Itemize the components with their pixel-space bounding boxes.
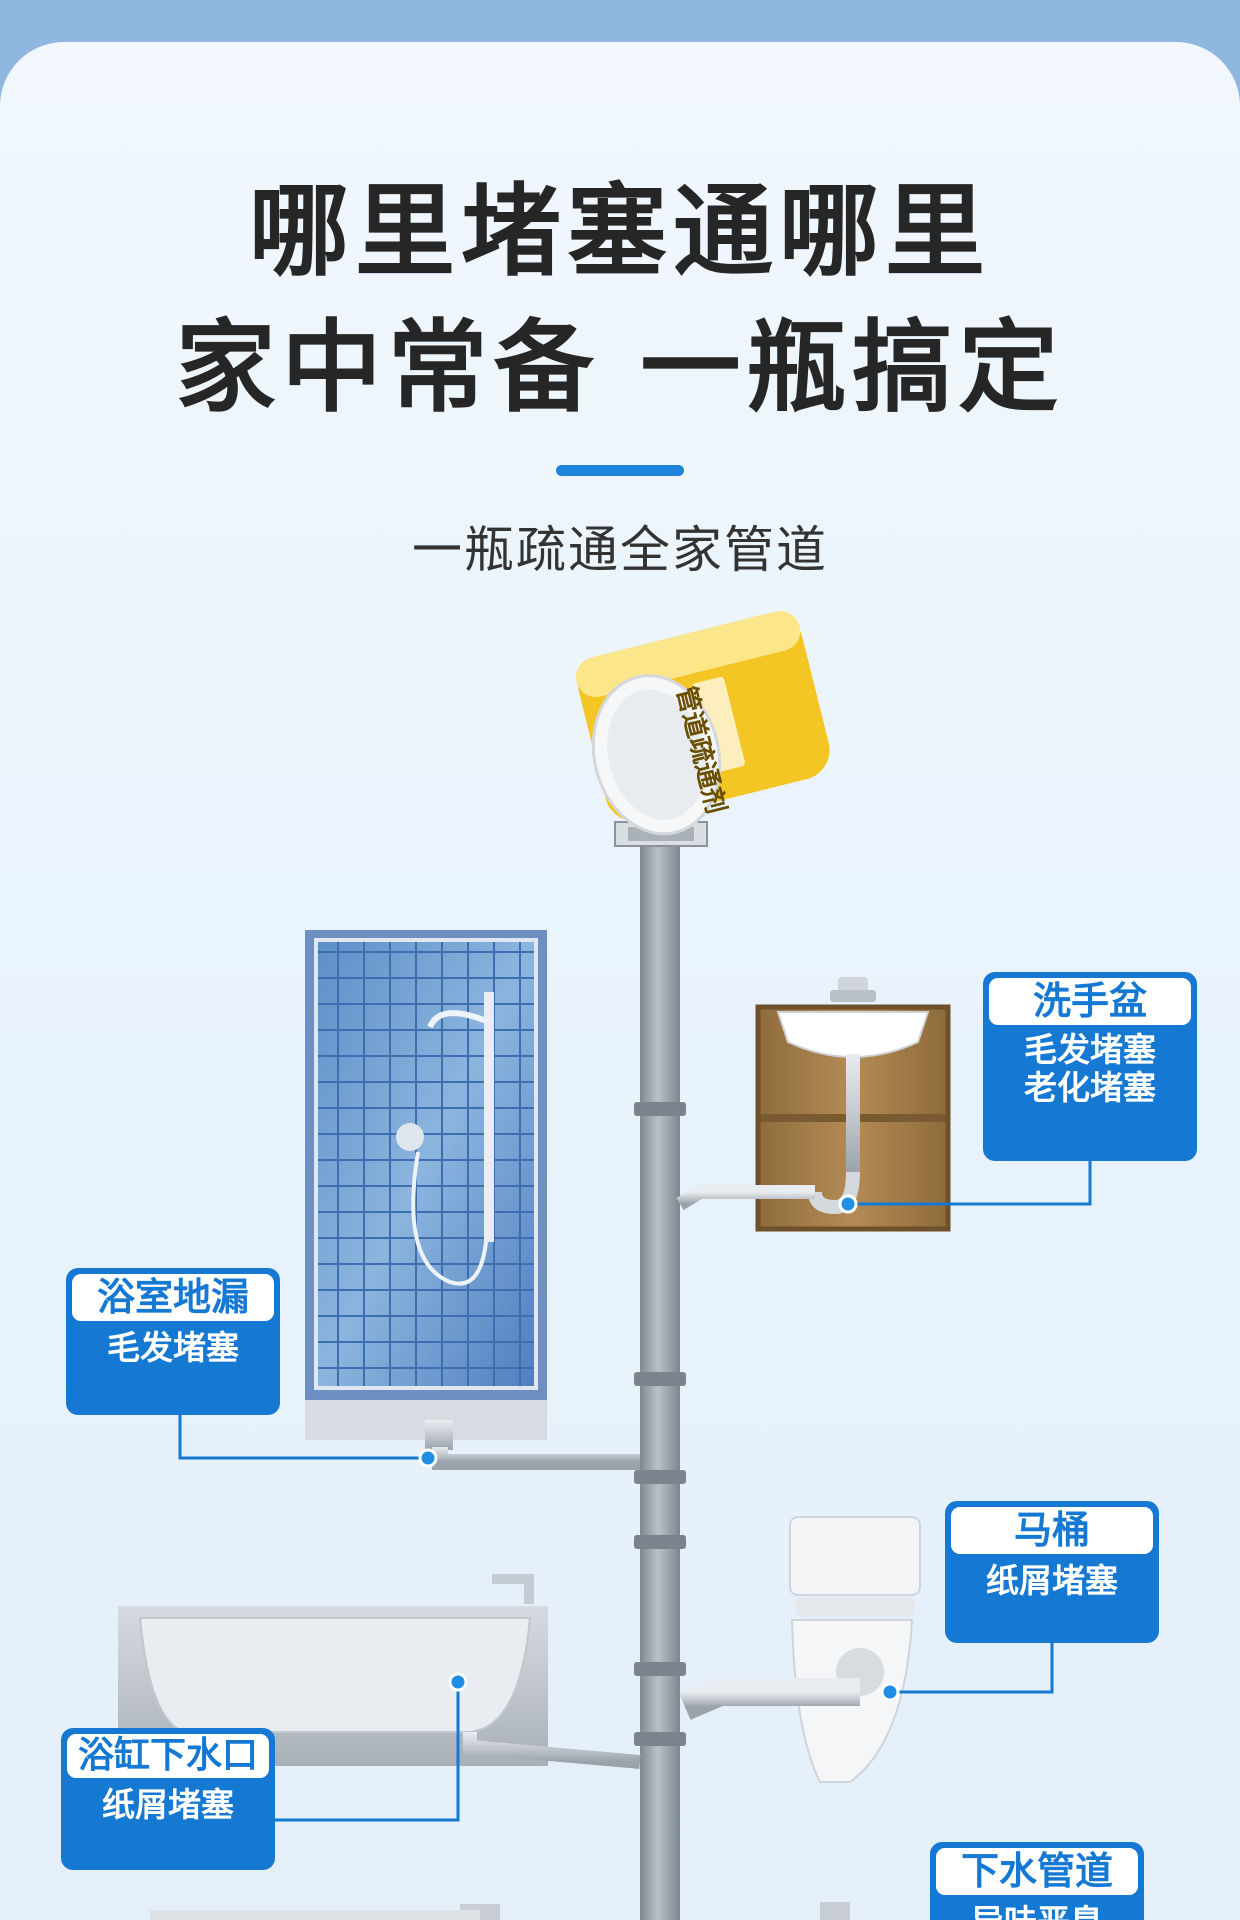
headline-line1: 哪里堵塞通哪里 [249,173,991,290]
callout-title: 洗手盆 [989,978,1191,1025]
callout-toilet: 马桶 纸屑堵塞 [945,1501,1159,1643]
product-tub [575,611,830,836]
callout-desc: 纸屑堵塞 [986,1560,1118,1600]
callout-bathtub: 浴缸下水口 纸屑堵塞 [61,1728,275,1870]
callout-drain-pipe: 下水管道 异味恶臭 [930,1842,1144,1920]
sink-cabinet [676,977,951,1232]
callout-desc: 异味恶臭 [936,1902,1138,1920]
callout-desc: 毛发堵塞 [107,1327,239,1367]
plumbing-illustration [118,611,1092,1920]
subtitle: 一瓶疏通全家管道 [412,521,828,579]
callout-desc: 毛发堵塞 [1024,1029,1156,1069]
callout-desc: 老化堵塞 [1024,1068,1156,1108]
content-card: 哪里堵塞通哪里 家中常备 一瓶搞定 一瓶疏通全家管道 洗手盆 毛发堵塞 老化堵塞… [0,42,1240,1920]
lower-faucets [150,1902,850,1920]
callout-connectors [178,1157,1092,1822]
headline-line2: 家中常备 一瓶搞定 [175,309,1065,426]
callout-title: 下水管道 [936,1848,1138,1895]
callout-title: 浴缸下水口 [67,1734,269,1779]
callout-title: 浴室地漏 [72,1274,274,1321]
accent-bar [556,465,684,476]
callout-sink: 洗手盆 毛发堵塞 老化堵塞 [983,972,1197,1161]
callout-desc: 纸屑堵塞 [102,1785,234,1825]
toilet [679,1516,921,1783]
problem-dots [418,1194,900,1702]
shower-enclosure [305,930,640,1470]
pipe-couplings [634,1102,686,1746]
callout-shower-drain: 浴室地漏 毛发堵塞 [66,1268,280,1415]
callout-title: 马桶 [951,1507,1153,1554]
